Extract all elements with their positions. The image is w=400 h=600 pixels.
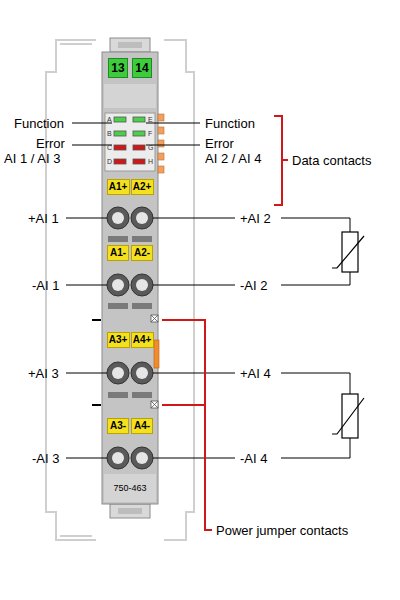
led-letter: A (107, 116, 112, 124)
terminal-label-box: A2- (131, 245, 153, 261)
top-clip-slot (118, 42, 142, 48)
channel-number-box: 14 (132, 58, 152, 78)
signal-name: -AI 2 (240, 278, 267, 293)
led-letter: E (148, 116, 153, 124)
rtd-symbol (332, 232, 364, 438)
led-letter: G (148, 144, 153, 152)
terminal-label-box: A2+ (131, 179, 154, 195)
part-number: 750-463 (113, 483, 146, 493)
terminal-label-box: A1+ (107, 179, 130, 195)
signal-name: +AI 4 (240, 366, 271, 381)
channel-label: AI 2 / AI 4 (205, 151, 261, 166)
terminal-label-box: A4+ (131, 332, 154, 348)
body-panel (104, 474, 156, 502)
bracket-lines (162, 116, 288, 530)
bottom-clip-slot (118, 508, 142, 514)
jumper-marks (151, 315, 158, 408)
terminal-label-box: A3- (107, 418, 129, 434)
terminal-label: 13 (111, 61, 124, 75)
leader-lines (66, 123, 350, 458)
callout-label: Data contacts (292, 153, 372, 168)
terminal-label: A1- (110, 247, 126, 259)
terminal-label: A2+ (133, 181, 152, 193)
callout-label: Power jumper contacts (216, 523, 348, 538)
led-letter: F (148, 130, 152, 138)
led-letter: D (107, 158, 112, 166)
terminal-label: A3- (110, 420, 126, 432)
led-letter: H (148, 158, 153, 166)
led-error-label: Error (205, 136, 234, 151)
signal-name: -AI 1 (32, 278, 59, 293)
signal-name: -AI 3 (32, 451, 59, 466)
terminal-label: 14 (135, 61, 148, 75)
terminal-label-box: A4- (131, 418, 153, 434)
signal-name: +AI 2 (240, 211, 271, 226)
body-panel (104, 84, 156, 108)
led-function-label: Function (14, 116, 64, 131)
terminal-label: A4+ (133, 334, 152, 346)
channel-number-box: 13 (108, 58, 128, 78)
signal-name: -AI 4 (240, 451, 267, 466)
terminal-label: A2- (134, 247, 150, 259)
signal-name: +AI 3 (28, 366, 59, 381)
module-body (102, 52, 158, 504)
top-clip (110, 38, 150, 52)
led-function-label: Function (205, 116, 255, 131)
leds (114, 117, 145, 164)
channel-label: AI 1 / AI 3 (4, 151, 60, 166)
led-panel (105, 113, 155, 171)
led-letter: C (107, 144, 112, 152)
led-error-label: Error (36, 136, 65, 151)
terminal-label: A1+ (109, 181, 128, 193)
terminal-label: A4- (134, 420, 150, 432)
jumper-pins (92, 320, 101, 405)
signal-name: +AI 1 (28, 211, 59, 226)
terminal-label-box: A3+ (107, 332, 130, 348)
power-jumper-contact (154, 340, 159, 368)
rail-outline (46, 40, 194, 540)
terminal-label-box: A1- (107, 245, 129, 261)
terminal-label: A3+ (109, 334, 128, 346)
led-letter: B (107, 130, 112, 138)
bottom-clip (110, 504, 150, 518)
spring-terminals (107, 207, 153, 469)
